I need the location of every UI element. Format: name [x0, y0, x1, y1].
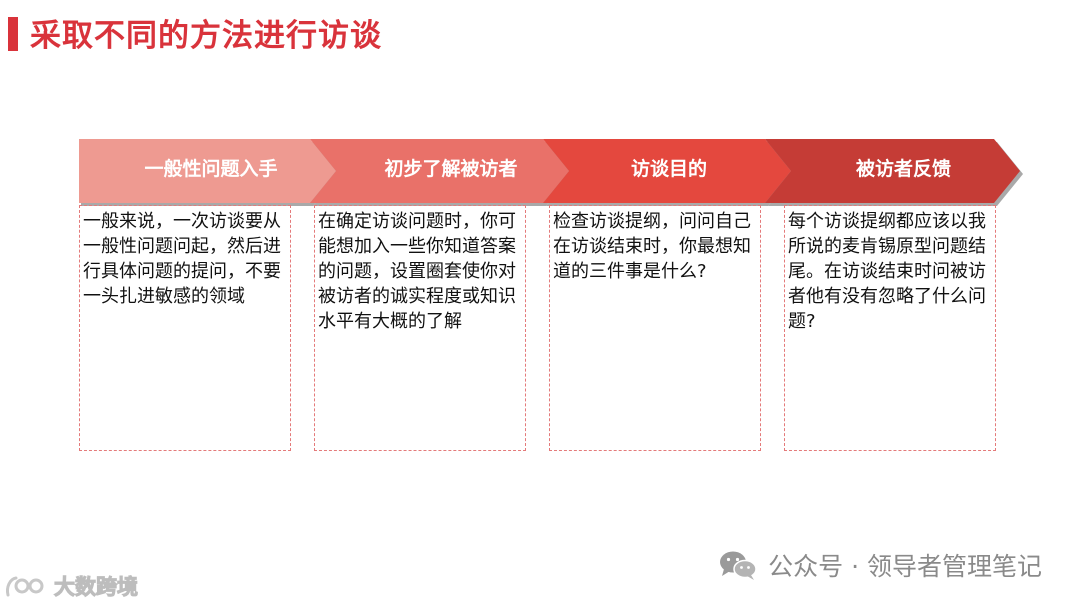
page-title: 采取不同的方法进行访谈	[30, 18, 382, 54]
brand-watermark: 大数跨境	[4, 571, 139, 601]
chevron-step-2	[310, 139, 569, 203]
chevron-step-4	[765, 139, 1020, 203]
brand-logo	[6, 576, 44, 597]
step-3-label: 访谈目的	[630, 158, 707, 180]
step-4-description: 每个访谈提纲都应该以我所说的麦肯锡原型问题结尾。在访谈结束时问被访者他有没有忽略…	[784, 205, 996, 451]
step-1-description: 一般来说，一次访谈要从一般性问题问起，然后进行具体问题的提问，不要一头扎进敏感的…	[79, 205, 291, 451]
step-1-label: 一般性问题入手	[144, 158, 278, 180]
wechat-icon	[720, 551, 757, 580]
step-2-label: 初步了解被访者	[384, 158, 518, 180]
title-accent-bar	[8, 17, 18, 51]
watermark-text: 公众号 · 领导者管理笔记	[768, 552, 1042, 581]
watermark: 公众号 · 领导者管理笔记	[718, 547, 1042, 583]
chevron-step-1	[79, 139, 336, 203]
brand-text: 大数跨境	[54, 575, 139, 600]
step-3-description: 检查访谈提纲，问问自己在访谈结束时，你最想知道的三件事是什么?	[549, 205, 761, 451]
step-2-description: 在确定访谈问题时，你可能想加入一些你知道答案的问题，设置圈套使你对被访者的诚实程…	[314, 205, 526, 451]
chevron-step-3	[543, 139, 791, 203]
step-4-label: 被访者反馈	[855, 158, 951, 180]
